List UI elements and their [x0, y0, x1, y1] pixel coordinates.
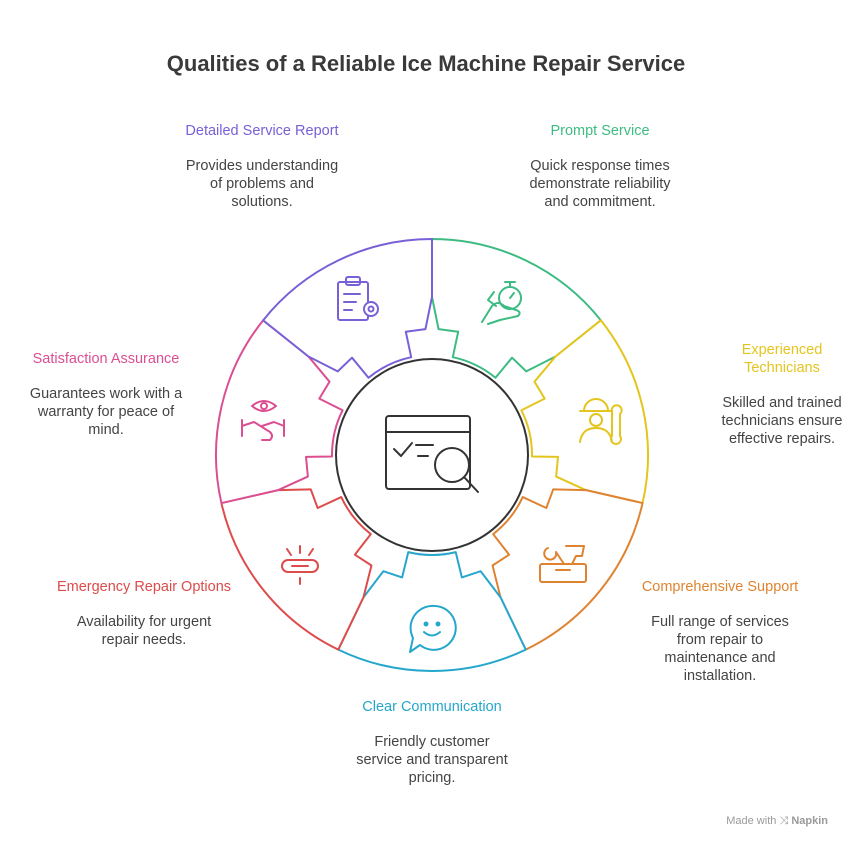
diagram-title: Qualities of a Reliable Ice Machine Repa… — [166, 51, 686, 76]
quality-description-line: maintenance and — [664, 650, 776, 666]
segments — [215, 238, 649, 673]
quality-description-line: Quick response times — [530, 158, 670, 174]
quality-description: Full range of services from repair to main… — [620, 613, 820, 685]
quality-title: Comprehensive Support — [620, 578, 820, 596]
toolbox-icon — [539, 545, 587, 583]
quality-title: Emergency Repair Options — [44, 578, 244, 596]
quality-description: Guarantees work with a warranty for peace… — [6, 385, 206, 439]
quality-description: Provides understanding of problems and sol… — [162, 157, 362, 211]
quality-description-line: Friendly customer — [374, 734, 490, 750]
quality-description-line: solutions. — [231, 194, 293, 210]
quality-description-line: Full range of services — [651, 614, 789, 630]
quality-title-line: Satisfaction Assurance — [32, 351, 180, 367]
footer: Made with ⤨ Napkin — [726, 815, 828, 828]
quality-title-line: Comprehensive Support — [641, 579, 799, 595]
quality-description-line: Guarantees work with a — [29, 386, 183, 402]
quality-description-line: pricing. — [408, 770, 456, 786]
segment-report — [262, 238, 433, 379]
quality-description: Quick response times demonstrate reliabil… — [500, 157, 700, 211]
chat-bubble-smile-icon — [409, 604, 457, 653]
quality-description-line: Availability for urgent — [76, 614, 212, 630]
quality-title: Detailed Service Report — [162, 122, 362, 140]
quality-title: Satisfaction Assurance — [6, 350, 206, 368]
quality-description-line: demonstrate reliability — [529, 176, 671, 192]
quality-description: Friendly customer service and transparent… — [332, 733, 532, 787]
hub-circle — [335, 358, 529, 552]
quality-description-line: effective repairs. — [728, 431, 836, 447]
quality-description-line: repair needs. — [101, 632, 187, 648]
quality-title-line: Experienced — [741, 342, 823, 358]
quality-title-line: Emergency Repair Options — [56, 579, 232, 595]
segment-icons — [241, 276, 623, 653]
clipboard-gear-icon — [337, 276, 379, 321]
quality-description-line: Provides understanding — [185, 158, 339, 174]
napkin-logo-icon: ⤨ — [779, 815, 789, 827]
technician-wrench-icon — [579, 398, 623, 445]
quality-description-line: warranty for peace of — [37, 404, 175, 420]
stopwatch-hand-icon — [481, 281, 522, 325]
checklist-magnifier-icon — [385, 415, 479, 493]
quality-title-line: Technicians — [744, 360, 820, 376]
quality-description-line: service and transparent — [356, 752, 508, 768]
made-with-label: Made with — [726, 815, 777, 827]
quality-title-line: Detailed Service Report — [185, 123, 339, 139]
quality-title-line: Prompt Service — [550, 123, 650, 139]
quality-title: Prompt Service — [500, 122, 700, 140]
quality-description-line: and commitment. — [544, 194, 656, 210]
quality-title-line: Clear Communication — [362, 699, 502, 715]
alarm-light-icon — [281, 545, 319, 585]
quality-description-line: from repair to — [676, 632, 764, 648]
quality-description-line: technicians ensure — [721, 413, 843, 429]
quality-description-line: installation. — [683, 668, 757, 684]
quality-description-line: Skilled and trained — [722, 395, 842, 411]
brand-name: Napkin — [791, 815, 828, 827]
quality-description-line: of problems and — [210, 176, 314, 192]
quality-title: Clear Communication — [332, 698, 532, 716]
handshake-eye-icon — [241, 400, 285, 441]
quality-description-line: mind. — [88, 422, 124, 438]
quality-description: Skilled and trained technicians ensure eff… — [672, 394, 852, 448]
quality-description: Availability for urgent repair needs. — [44, 613, 244, 649]
